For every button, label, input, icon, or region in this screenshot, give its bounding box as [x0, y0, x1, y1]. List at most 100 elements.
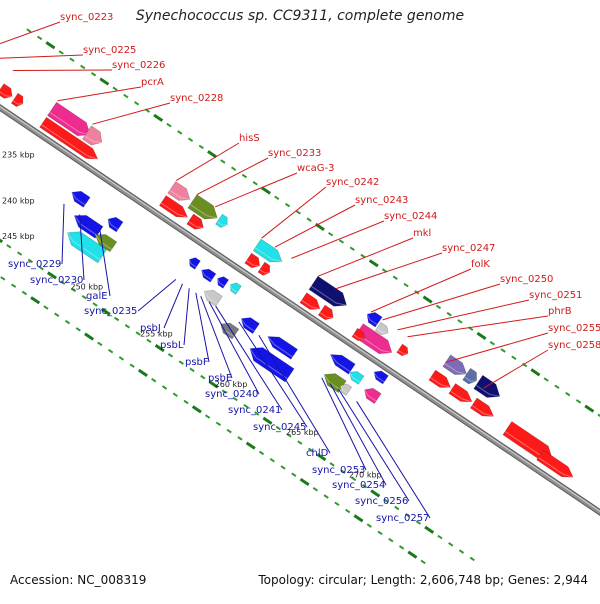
- scale-tick: [500, 348, 506, 353]
- forward-gene-arrow[interactable]: [428, 369, 451, 388]
- scale-tick: [530, 368, 541, 377]
- reverse-gene-arrow[interactable]: [349, 371, 365, 385]
- reverse-gene-arrow[interactable]: [220, 322, 240, 340]
- reverse-gene-arrow[interactable]: [107, 216, 124, 233]
- forward-label-leader: [196, 157, 269, 196]
- scale-tick: [269, 457, 275, 463]
- forward-gene-label-wcag-3[interactable]: wcaG-3: [297, 163, 335, 174]
- forward-gene-label-pcra[interactable]: pcrA: [141, 77, 164, 88]
- reverse-gene-arrow[interactable]: [66, 231, 108, 264]
- forward-gene-arrow[interactable]: [308, 275, 347, 307]
- forward-gene-arrow[interactable]: [442, 354, 468, 375]
- reverse-gene-arrow[interactable]: [240, 317, 260, 335]
- reverse-gene-label-sync-0230[interactable]: sync_0230: [30, 275, 83, 286]
- forward-gene-arrow[interactable]: [353, 323, 393, 355]
- reverse-gene-arrow[interactable]: [201, 268, 217, 283]
- reverse-gene-arrow[interactable]: [71, 190, 91, 208]
- forward-gene-arrow[interactable]: [462, 367, 477, 385]
- scale-tick: [58, 50, 64, 55]
- reverse-gene-label-sync-0245[interactable]: sync_0245: [253, 422, 306, 433]
- forward-gene-label-phrb[interactable]: phrB: [548, 306, 572, 317]
- forward-gene-label-sync-0225[interactable]: sync_0225: [83, 45, 136, 56]
- scale-tick: [221, 389, 228, 394]
- forward-gene-arrow[interactable]: [469, 397, 495, 417]
- forward-gene-arrow[interactable]: [257, 261, 271, 276]
- scale-tick: [153, 113, 164, 122]
- forward-gene-label-sync-0251[interactable]: sync_0251: [529, 290, 582, 301]
- scale-tick: [189, 367, 195, 373]
- reverse-gene-label-sync-0253[interactable]: sync_0253: [312, 465, 365, 476]
- forward-gene-label-sync-0226[interactable]: sync_0226: [112, 60, 165, 71]
- forward-gene-arrow[interactable]: [0, 83, 13, 99]
- forward-gene-arrow[interactable]: [158, 195, 189, 218]
- forward-gene-arrow[interactable]: [187, 194, 218, 220]
- reverse-gene-label-sync-0241[interactable]: sync_0241: [228, 405, 281, 416]
- scale-tick: [172, 392, 178, 397]
- forward-gene-label-sync-0228[interactable]: sync_0228: [170, 93, 223, 104]
- forward-gene-label-sync-0243[interactable]: sync_0243: [355, 195, 408, 206]
- reverse-gene-arrow[interactable]: [188, 257, 201, 270]
- reverse-gene-label-sync-0229[interactable]: sync_0229: [8, 259, 61, 270]
- scale-tick: [38, 265, 44, 271]
- reverse-gene-label-sync-0254[interactable]: sync_0254: [332, 480, 385, 491]
- reverse-gene-arrow[interactable]: [373, 370, 389, 385]
- reverse-gene-arrow[interactable]: [267, 336, 299, 360]
- accession-text: Accession: NC_008319: [10, 573, 147, 587]
- reverse-gene-label-psbf[interactable]: psbF: [185, 357, 209, 368]
- reverse-gene-arrow[interactable]: [323, 373, 347, 394]
- reverse-gene-label-sync-0240[interactable]: sync_0240: [205, 389, 258, 400]
- reverse-gene-arrow[interactable]: [364, 387, 382, 405]
- forward-gene-arrow[interactable]: [536, 449, 574, 478]
- reverse-gene-arrow[interactable]: [203, 289, 223, 307]
- forward-label-leader: [370, 268, 472, 313]
- reverse-gene-label-psbj[interactable]: psbJ: [140, 323, 161, 334]
- forward-gene-label-mkl[interactable]: mkl: [413, 228, 431, 239]
- forward-label-leader: [0, 21, 61, 45]
- forward-gene-label-sync-0250[interactable]: sync_0250: [500, 274, 553, 285]
- forward-gene-arrow[interactable]: [448, 383, 473, 403]
- scale-tick: [349, 246, 355, 251]
- forward-gene-arrow[interactable]: [396, 343, 409, 357]
- reverse-gene-label-sync-0257[interactable]: sync_0257: [376, 513, 429, 524]
- forward-gene-arrow[interactable]: [167, 181, 191, 201]
- forward-gene-arrow[interactable]: [252, 238, 283, 263]
- forward-gene-arrow[interactable]: [81, 125, 103, 146]
- forward-gene-arrow[interactable]: [244, 252, 261, 269]
- reverse-gene-arrow[interactable]: [229, 282, 242, 295]
- scale-tick: [226, 428, 232, 434]
- forward-gene-arrow[interactable]: [374, 321, 389, 336]
- scale-label: 270 kbp: [349, 470, 382, 479]
- scale-tick: [340, 469, 346, 474]
- reverse-gene-label-psbe[interactable]: psbE: [208, 373, 232, 384]
- reverse-gene-arrow[interactable]: [340, 383, 353, 396]
- reverse-gene-arrow[interactable]: [329, 354, 356, 375]
- reverse-gene-label-sync-0256[interactable]: sync_0256: [355, 496, 408, 507]
- scale-tick: [297, 440, 303, 445]
- forward-gene-arrow[interactable]: [186, 213, 204, 230]
- forward-gene-arrow[interactable]: [299, 292, 321, 310]
- reverse-label-leader: [337, 388, 410, 502]
- forward-gene-label-sync-0258[interactable]: sync_0258: [548, 340, 600, 351]
- forward-gene-label-hiss[interactable]: hisS: [239, 133, 260, 144]
- scale-tick: [200, 374, 206, 380]
- forward-label-leader: [483, 349, 549, 389]
- forward-gene-label-sync-0242[interactable]: sync_0242: [326, 177, 379, 188]
- forward-gene-label-sync-0247[interactable]: sync_0247: [442, 243, 495, 254]
- forward-gene-arrow[interactable]: [317, 304, 334, 321]
- forward-gene-label-sync-0255[interactable]: sync_0255: [548, 323, 600, 334]
- forward-gene-arrow[interactable]: [351, 327, 366, 342]
- reverse-gene-label-gale[interactable]: galE: [86, 291, 108, 302]
- forward-gene-label-folk[interactable]: folK: [471, 259, 490, 270]
- reverse-gene-arrow[interactable]: [366, 312, 383, 328]
- forward-gene-arrow[interactable]: [39, 116, 99, 160]
- forward-label-leader: [445, 332, 549, 363]
- forward-gene-arrow[interactable]: [10, 92, 24, 107]
- reverse-gene-arrow[interactable]: [217, 276, 230, 289]
- forward-gene-label-sync-0244[interactable]: sync_0244: [384, 211, 437, 222]
- reverse-gene-label-psbl[interactable]: psbL: [160, 340, 184, 351]
- forward-gene-label-sync-0223[interactable]: sync_0223: [60, 12, 113, 23]
- forward-gene-label-sync-0233[interactable]: sync_0233: [268, 148, 321, 159]
- reverse-gene-label-chld[interactable]: chlD: [306, 448, 329, 459]
- forward-gene-arrow[interactable]: [215, 213, 228, 228]
- reverse-gene-label-sync-0235[interactable]: sync_0235: [84, 306, 137, 317]
